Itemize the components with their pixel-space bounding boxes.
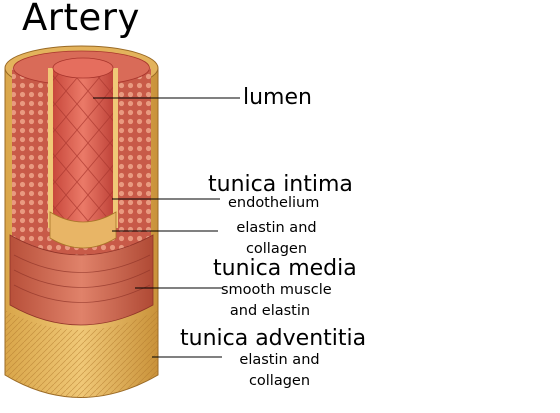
lumen-region: [52, 57, 114, 224]
intima-collagen-band: [49, 211, 117, 249]
label-lumen: lumen: [243, 85, 312, 110]
label-adventitia-collagen: collagen: [248, 373, 311, 389]
label-intima-components: elastin and collagen: [229, 218, 324, 260]
diagram-title: Artery: [22, 0, 140, 39]
internal-elastic-lamina-right: [113, 68, 118, 228]
label-smooth-muscle: smooth muscle: [221, 282, 332, 298]
label-endothelium: endothelium: [228, 195, 320, 211]
label-media-elastin: and elastin: [229, 303, 311, 319]
label-intima-elastin: elastin and: [236, 220, 317, 236]
leader-lines: [93, 97, 240, 358]
label-media-components: smooth muscle and elastin: [221, 280, 332, 322]
label-tunica-adventitia: tunica adventitia: [180, 326, 367, 351]
label-adventitia-components: elastin and collagen: [232, 350, 327, 392]
label-intima-collagen: collagen: [245, 241, 308, 257]
label-adventitia-elastin: elastin and: [239, 352, 320, 368]
label-tunica-intima: tunica intima: [208, 172, 353, 197]
label-tunica-media: tunica media: [213, 256, 357, 281]
internal-elastic-lamina-left: [48, 68, 53, 228]
